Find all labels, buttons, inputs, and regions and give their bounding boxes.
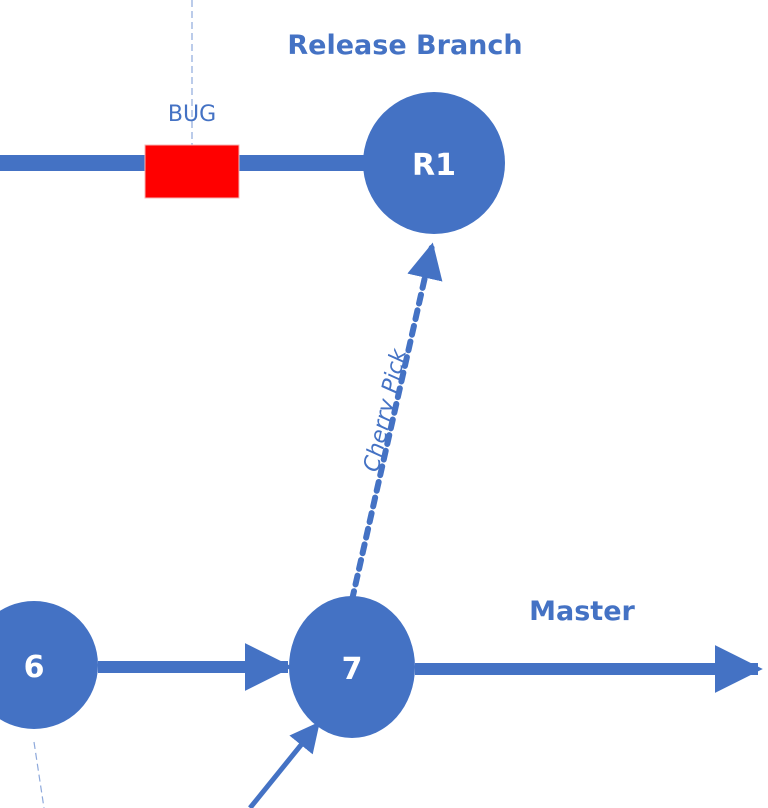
release-branch-title: Release Branch xyxy=(287,30,522,61)
merge-arrow-into-7 xyxy=(248,721,320,808)
bug-label: BUG xyxy=(168,102,216,127)
node-7[interactable]: 7 xyxy=(289,596,415,738)
node-6-guide-line xyxy=(33,741,45,808)
cherry-pick-label: Cherry Pick xyxy=(359,346,412,475)
bug-marker[interactable] xyxy=(144,144,240,199)
node-7-label: 7 xyxy=(342,652,363,687)
node-6-circle xyxy=(0,601,98,729)
node-r1-label: R1 xyxy=(412,148,456,183)
node-r1-circle xyxy=(363,92,505,234)
cherry-pick-arrow xyxy=(349,242,443,603)
node-6-label: 6 xyxy=(24,650,45,685)
node-r1[interactable]: R1 xyxy=(363,92,505,234)
node-7-circle xyxy=(289,596,415,738)
master-title: Master xyxy=(529,596,635,627)
node-6[interactable]: 6 xyxy=(0,601,98,729)
